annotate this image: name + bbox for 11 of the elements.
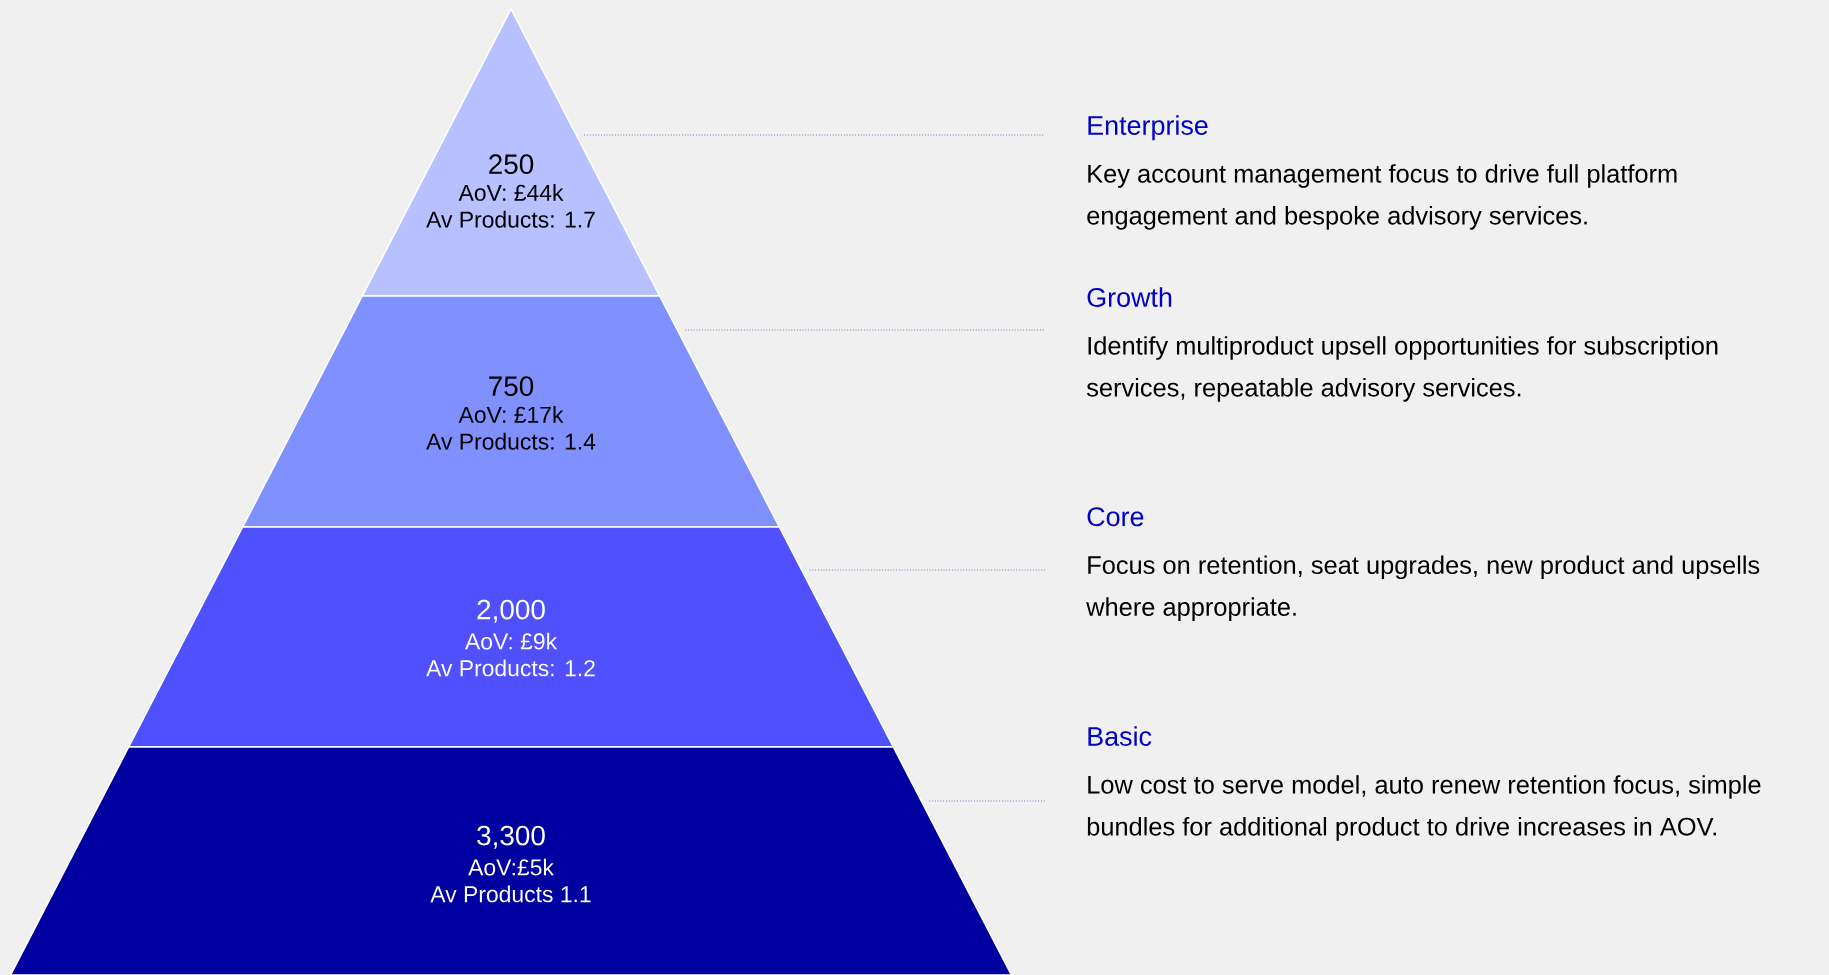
tier-description: Enterprise Key account management focus to drive full platform engagement and bespoke advisory services. (1087, 115, 1677, 230)
pyramid-level: 2,000 AoV: £9k Av Products: 1.2 (127, 526, 895, 748)
leader-line (684, 329, 1046, 331)
tier-description: Core Focus on retention, seat upgrades, new product and upsells where appropriate. (1086, 507, 1760, 621)
tier-description: Basic Low cost to serve model, auto renew retention focus, simple bundles for additional product to drive increases in AOV. (1087, 726, 1761, 841)
tier-description: Growth Identify multiproduct upsell opportunities for subscription services, repeatable advisory services. (1086, 287, 1718, 402)
leader-line (928, 800, 1046, 802)
leader-line (583, 134, 1046, 136)
leader-line (809, 569, 1046, 571)
pyramid-level: 3,300 AoV:£5k Av Products 1.1 (9, 746, 1013, 975)
pyramid-level: 750 AoV: £17k Av Products: 1.4 (241, 295, 781, 528)
